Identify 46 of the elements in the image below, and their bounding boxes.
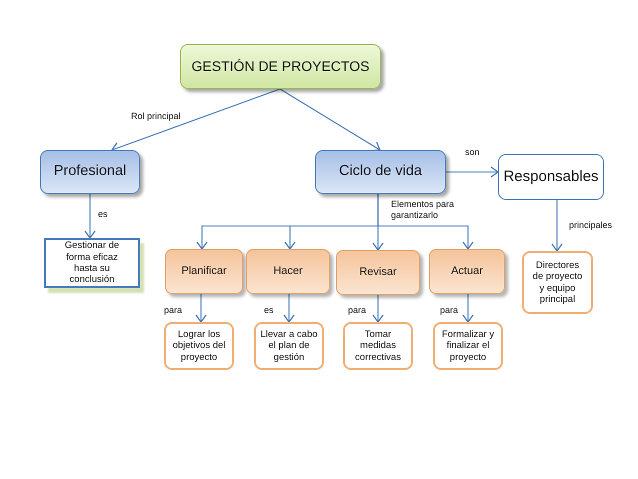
concept-text: Revisar	[359, 266, 397, 280]
arrow	[377, 194, 474, 250]
concept-text: Tomar medidas correctivas	[354, 328, 402, 364]
concept-text: Lograr los objetivos del proyecto	[172, 328, 226, 364]
edge-label: Rol principal	[130, 111, 182, 122]
arrow	[280, 88, 381, 152]
concept-box	[336, 250, 420, 295]
edge-label: es	[97, 209, 109, 220]
concept-text: Llevar a cabo el plan de gestión	[259, 328, 319, 364]
concept-box	[165, 249, 243, 294]
concept-text: Actuar	[451, 264, 483, 278]
concept-box	[254, 322, 324, 370]
edge-label: es	[263, 305, 275, 316]
arrow	[283, 294, 295, 323]
arrow	[462, 294, 474, 323]
arrow	[111, 88, 280, 153]
arrow	[551, 200, 563, 252]
edge-label: para	[439, 305, 460, 316]
edge-label: principales	[568, 220, 614, 232]
edge-label: para	[163, 305, 184, 316]
concept-text: Planificar	[181, 264, 227, 278]
edge-label: son	[464, 147, 481, 158]
concept-text: GESTIÓN DE PROYECTOS	[192, 58, 370, 75]
concept-box	[429, 249, 505, 294]
concept-box	[343, 322, 413, 370]
concept-text: Formalizar y finalizar el proyecto	[440, 328, 496, 364]
concept-box	[44, 238, 140, 288]
concept-box	[40, 150, 140, 194]
concept-box	[498, 154, 604, 200]
concept-text: Gestionar de forma eficaz hasta su conclusión	[64, 240, 120, 286]
concept-box	[433, 322, 503, 370]
concept-text: Ciclo de vida	[338, 163, 422, 181]
concept-text: Responsables	[503, 168, 599, 186]
concept-box	[164, 322, 234, 370]
arrow	[372, 295, 384, 323]
concept-box	[180, 44, 381, 89]
concept-box	[522, 251, 593, 314]
concept-box	[315, 150, 446, 194]
edge-label: para	[347, 305, 368, 316]
arrow	[446, 166, 499, 178]
concept-text: Hacer	[273, 264, 303, 278]
arrow	[195, 294, 207, 323]
concept-text: Directores de proyecto y equipo principal	[532, 260, 584, 306]
concept-text: Profesional	[54, 163, 126, 181]
arrow	[84, 194, 96, 239]
concept-box	[246, 249, 330, 294]
